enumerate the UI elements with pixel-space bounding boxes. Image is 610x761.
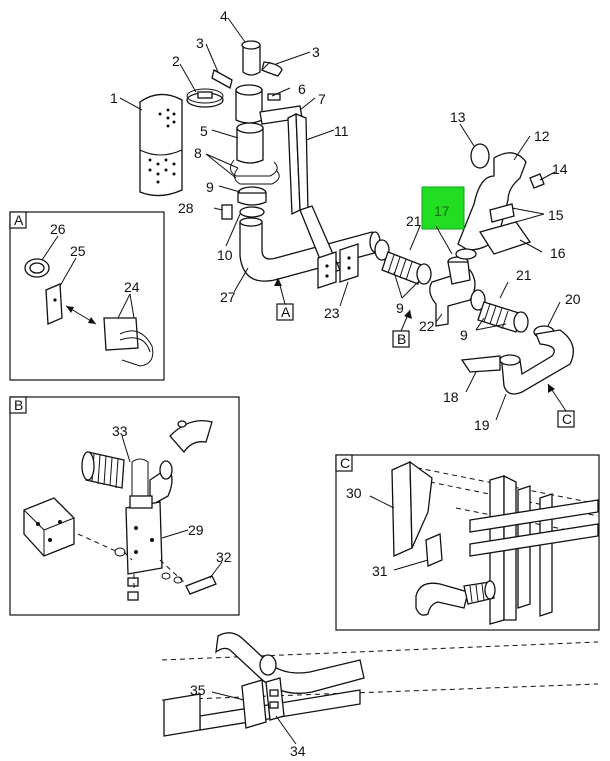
label-4: 4 [220, 8, 228, 24]
label-17: 17 [434, 203, 450, 219]
main-leaders [119, 17, 561, 421]
label-10: 10 [217, 247, 233, 263]
label-34: 34 [290, 743, 306, 759]
label-7: 7 [318, 91, 326, 107]
label-14: 14 [552, 161, 568, 177]
lower-elbow [460, 325, 574, 395]
label-1: 1 [110, 90, 118, 106]
label-29: 29 [188, 522, 204, 538]
view-c-tag-detail: C [340, 455, 350, 471]
bottom-view: 35 34 [161, 632, 599, 759]
label-19: 19 [474, 417, 490, 433]
label-20: 20 [565, 291, 581, 307]
label-13: 13 [450, 109, 466, 125]
detail-c: C 30 31 [335, 454, 600, 631]
label-21: 21 [406, 213, 422, 229]
exhaust-elbow [239, 205, 381, 282]
upper-right-pipe [455, 143, 545, 260]
upper-clamps [211, 61, 283, 89]
label-26: 26 [50, 221, 66, 237]
label-2: 2 [172, 53, 180, 69]
label-3: 3 [196, 35, 204, 51]
label-31: 31 [372, 563, 388, 579]
label-22: 22 [419, 318, 435, 334]
label-16: 16 [550, 245, 566, 261]
view-b-tag-main: B [397, 331, 406, 347]
heat-shield [139, 93, 183, 197]
small-bracket [221, 204, 233, 220]
vertical-bracket [287, 112, 309, 216]
label-35: 35 [190, 682, 206, 698]
label-11: 11 [334, 123, 349, 139]
u-bolts [230, 159, 280, 185]
view-c-tag-main: C [562, 411, 572, 427]
view-marker-b: B [392, 309, 412, 348]
label-5: 5 [200, 123, 208, 139]
clamp-ring [186, 88, 224, 108]
label-28: 28 [178, 200, 194, 216]
label-9: 9 [206, 179, 214, 195]
label-33: 33 [112, 423, 128, 439]
label-30: 30 [346, 485, 362, 501]
label-12: 12 [534, 128, 550, 144]
label-23: 23 [324, 305, 340, 321]
label-6: 6 [298, 81, 306, 97]
label-25: 25 [70, 243, 86, 259]
view-b-tag-detail: B [14, 397, 23, 413]
label-18: 18 [443, 389, 459, 405]
label-27: 27 [220, 289, 236, 305]
view-marker-a: A [274, 277, 294, 321]
view-a-tag-main: A [281, 304, 291, 320]
flex-bellows-lower [470, 289, 529, 333]
label-9-right: 9 [460, 327, 468, 343]
label-8: 8 [194, 145, 202, 161]
tee-pipe [429, 256, 476, 327]
stack-body [235, 84, 303, 164]
label-24: 24 [124, 279, 140, 295]
label-21-alt: 21 [516, 267, 532, 283]
view-marker-c: C [547, 383, 575, 428]
view-a-tag-detail: A [14, 212, 24, 228]
detail-a: A 26 25 24 [9, 211, 165, 381]
label-15: 15 [548, 207, 564, 223]
lower-clamps [237, 186, 267, 218]
label-3-alt: 3 [312, 44, 320, 60]
highlight-box [421, 186, 465, 230]
flex-bellows-upper [374, 239, 432, 285]
detail-b: B 33 [9, 396, 240, 616]
stack-cap [241, 40, 261, 76]
mounting-plates [317, 243, 359, 289]
label-32: 32 [216, 549, 232, 565]
label-9-mid: 9 [396, 300, 404, 316]
